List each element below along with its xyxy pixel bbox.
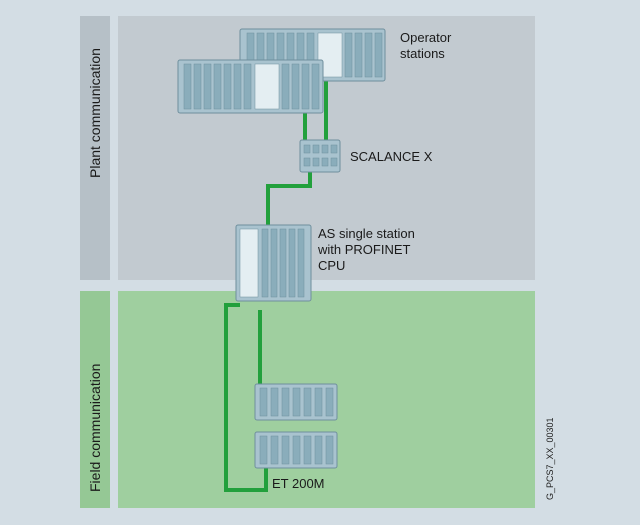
- plant-zone-tab: [80, 16, 110, 280]
- as-station-label: AS single station with PROFINET CPU: [318, 226, 415, 274]
- et200m-unit-lower: [254, 431, 338, 469]
- figure-code: G_PCS7_XX_00301: [545, 417, 555, 500]
- scalance-label: SCALANCE X: [350, 149, 433, 164]
- plant-zone-label: Plant communication: [87, 48, 103, 178]
- as-station-modules: [261, 228, 305, 298]
- cable-switch-to-as: [266, 172, 312, 232]
- field-zone-label: Field communication: [87, 363, 103, 492]
- operator-station-rear-slots: [246, 32, 383, 78]
- operator-stations-label-line1: Operator: [400, 30, 452, 45]
- as-station-label-line2: with PROFINET: [318, 242, 411, 257]
- scalance-switch-ports: [303, 144, 338, 167]
- et200m-unit-upper: [254, 383, 338, 421]
- et200m-label: ET 200M: [272, 476, 325, 491]
- field-zone-tab: [80, 291, 110, 508]
- as-station-label-line1: AS single station: [318, 226, 415, 241]
- operator-station-front: [177, 59, 324, 114]
- operator-stations-label-line2: stations: [400, 46, 445, 61]
- scalance-switch: [299, 139, 341, 173]
- as-single-station: [235, 224, 312, 302]
- operator-station-front-slots: [183, 63, 320, 110]
- as-station-label-line3: CPU: [318, 258, 346, 273]
- operator-stations-label: Operator stations: [400, 30, 451, 62]
